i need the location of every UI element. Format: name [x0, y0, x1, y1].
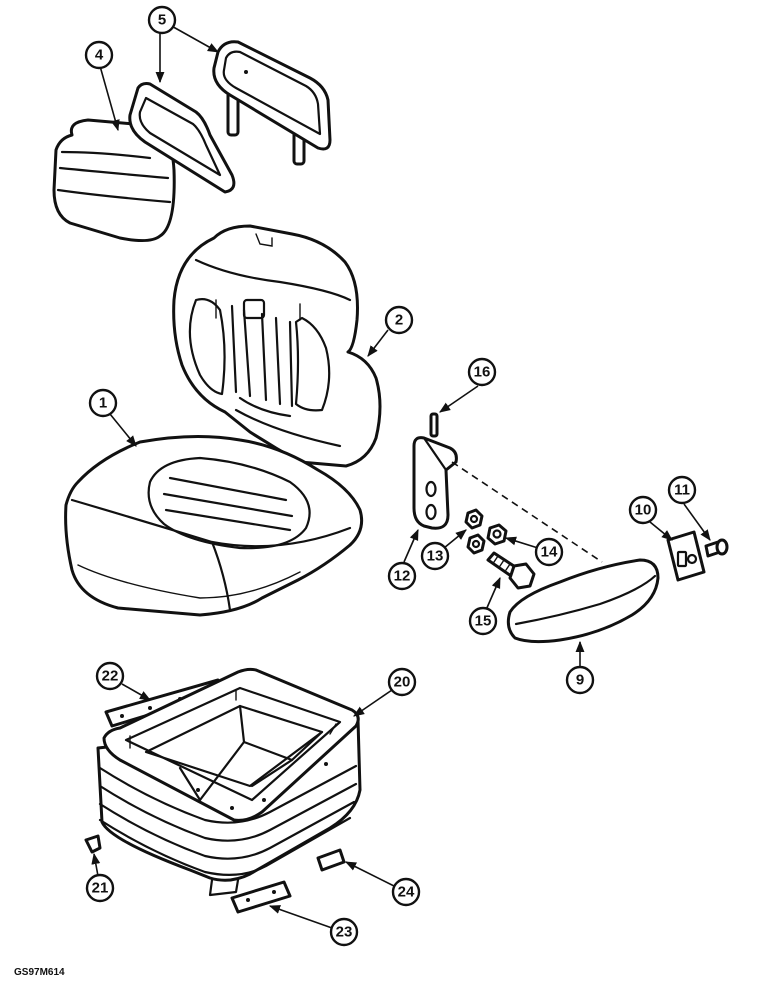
svg-text:20: 20 [394, 674, 411, 691]
callout-13: 13 [420, 541, 450, 571]
drawing-code: GS97M614 [14, 967, 65, 978]
svg-text:15: 15 [475, 613, 492, 630]
callout-20: 20 [387, 667, 417, 697]
strip-24 [316, 848, 346, 872]
leader-lines [91, 23, 711, 929]
svg-text:2: 2 [395, 312, 403, 329]
svg-text:10: 10 [635, 502, 652, 519]
svg-text:5: 5 [158, 12, 166, 29]
callout-9: 9 [565, 665, 595, 695]
armrest-bracket [412, 436, 458, 530]
armrest-plate [666, 530, 706, 582]
screw [704, 538, 729, 558]
svg-text:14: 14 [541, 544, 558, 561]
suspension-base [96, 667, 362, 897]
headrest-frame-front [128, 82, 236, 194]
svg-text:11: 11 [674, 482, 690, 499]
bolt [486, 551, 536, 590]
seat-back [172, 224, 382, 468]
headrest-cushion [52, 118, 176, 243]
svg-text:13: 13 [427, 548, 444, 565]
seat-cushion [64, 434, 364, 617]
callout-1: 1 [88, 388, 118, 418]
callout-21: 21 [85, 873, 115, 903]
svg-text:9: 9 [576, 672, 584, 689]
callout-22: 22 [95, 661, 125, 691]
headrest-frame-rear [212, 40, 332, 166]
callout-11: 11 [667, 475, 697, 505]
alignment-line [451, 461, 603, 563]
nut-14 [486, 523, 508, 546]
svg-text:24: 24 [398, 884, 415, 901]
callout-4: 4 [84, 40, 114, 70]
callout-24: 24 [391, 877, 421, 907]
svg-text:12: 12 [394, 568, 411, 585]
plug [84, 834, 102, 854]
strip-23 [230, 880, 292, 914]
pin [429, 412, 439, 438]
callout-12: 12 [387, 561, 417, 591]
callout-16: 16 [467, 357, 497, 387]
callout-10: 10 [628, 495, 658, 525]
svg-text:23: 23 [336, 924, 353, 941]
callout-2: 2 [384, 305, 414, 335]
svg-text:16: 16 [474, 364, 491, 381]
callout-5: 5 [147, 5, 177, 35]
svg-text:1: 1 [99, 395, 107, 412]
callout-15: 15 [468, 606, 498, 636]
armrest [506, 558, 660, 644]
callout-23: 23 [329, 917, 359, 947]
svg-text:21: 21 [92, 880, 109, 897]
callout-14: 14 [534, 537, 564, 567]
svg-text:22: 22 [102, 668, 119, 685]
svg-text:4: 4 [95, 47, 104, 64]
nut-13 [464, 508, 486, 555]
